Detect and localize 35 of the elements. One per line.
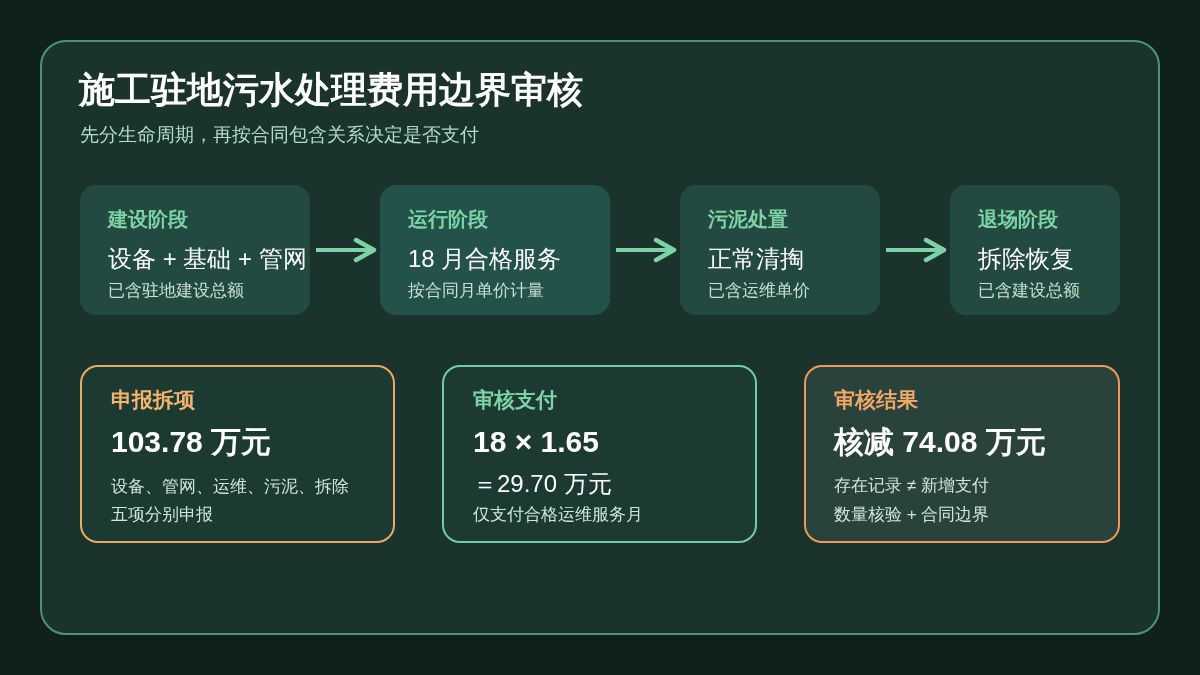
arrow [316, 237, 377, 263]
note-text: 按合同月单价计量 [408, 281, 544, 301]
note-text: 仅支付合格运维服务月 [473, 504, 643, 526]
value-text: ＝29.70 万元 [473, 469, 612, 499]
summary-card [80, 365, 395, 543]
note-text: 数量核验 + 合同边界 [834, 504, 990, 526]
value-text: 103.78 万元 [111, 424, 272, 460]
summary-card [804, 365, 1120, 543]
card-heading: 审核支付 [473, 387, 557, 413]
card-heading: 污泥处置 [708, 207, 788, 231]
value-text: 正常清掏 [708, 244, 804, 274]
arrow [886, 237, 947, 263]
card-heading: 审核结果 [834, 387, 918, 413]
card-heading: 退场阶段 [978, 207, 1058, 231]
note-text: 已含建设总额 [978, 281, 1080, 301]
stage-card [80, 185, 310, 315]
arrow [616, 237, 677, 263]
card-heading: 运行阶段 [408, 207, 488, 231]
note-text: 存在记录 ≠ 新增支付 [834, 475, 989, 497]
note-text: 已含驻地建设总额 [108, 281, 244, 301]
note-text: 设备、管网、运维、污泥、拆除五项分别申报 [111, 476, 350, 526]
value-text: 设备 + 基础 + 管网 [108, 244, 307, 274]
value-text: 18 × 1.65 [473, 424, 599, 460]
title: 施工驻地污水处理费用边界审核 [79, 68, 583, 112]
subtitle: 先分生命周期，再按合同包含关系决定是否支付 [80, 123, 479, 147]
card-heading: 申报拆项 [111, 387, 195, 413]
stage-card [950, 185, 1120, 315]
card-heading: 建设阶段 [108, 207, 188, 231]
stage-card [380, 185, 610, 315]
note-text: 已含运维单价 [708, 281, 810, 301]
summary-card [442, 365, 757, 543]
stage-card [680, 185, 880, 315]
value-text: 拆除恢复 [978, 244, 1074, 274]
value-text: 18 月合格服务 [408, 244, 562, 274]
value-text: 核减 74.08 万元 [834, 424, 1046, 460]
